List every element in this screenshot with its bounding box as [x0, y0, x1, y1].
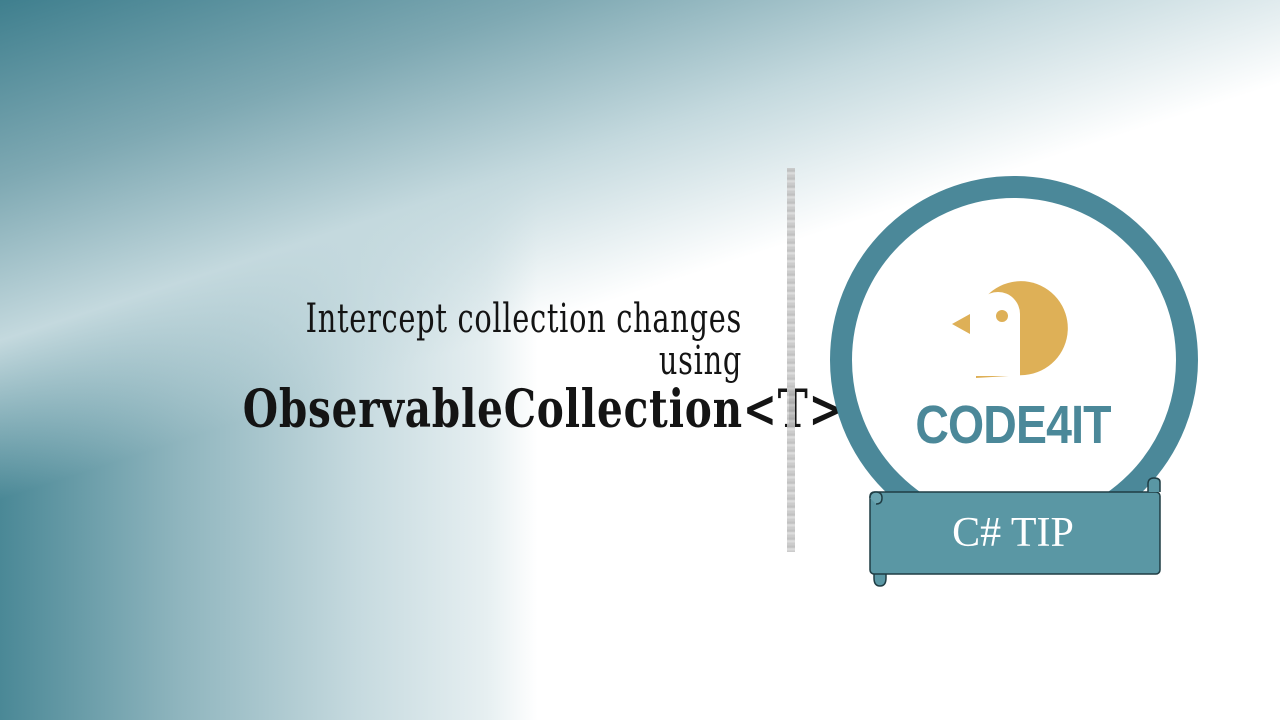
vertical-divider	[787, 168, 795, 552]
ribbon-label: C# TIP	[952, 510, 1074, 556]
article-title: Intercept collection changes using Obser…	[102, 296, 844, 440]
title-line-2: using	[658, 338, 742, 384]
ribbon-banner	[869, 477, 1161, 587]
title-line-3: ObservableCollection<T>	[242, 379, 844, 440]
title-line-1: Intercept collection changes	[305, 296, 742, 342]
bird-logo-icon	[952, 281, 1068, 378]
brand-name: CODE4IT	[915, 395, 1111, 455]
badge-art	[869, 281, 1161, 587]
code4it-badge: CODE4IT C# TIP	[826, 176, 1198, 596]
